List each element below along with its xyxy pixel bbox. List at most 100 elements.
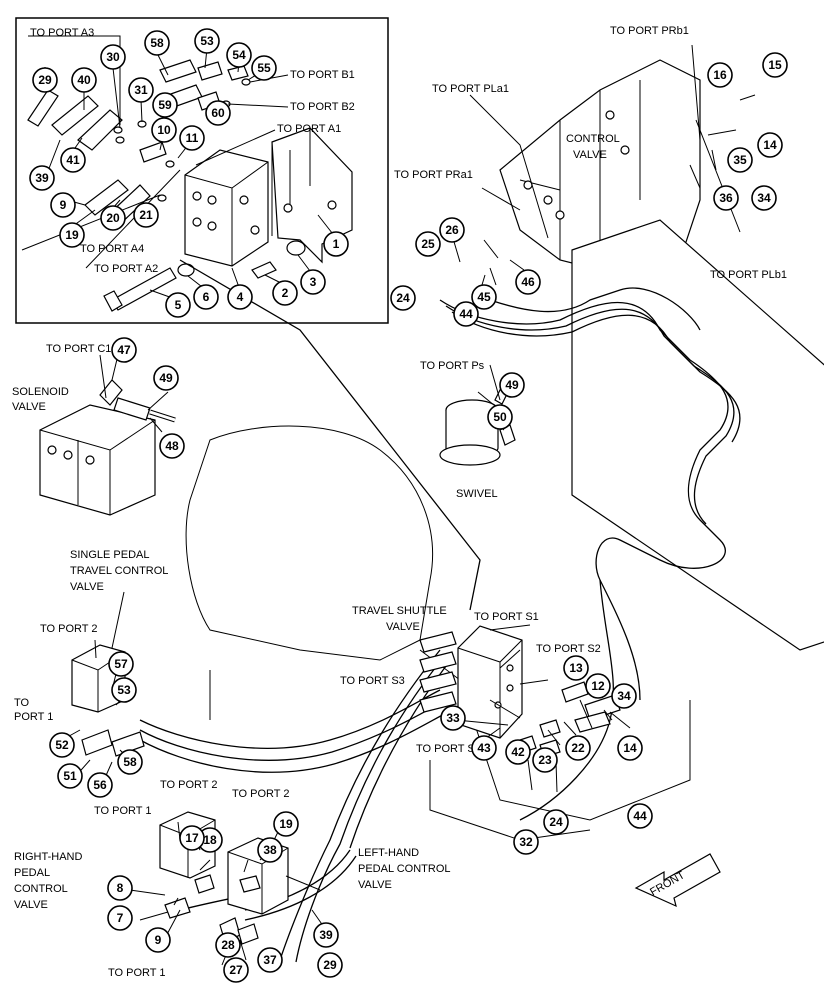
callout-number: 33 — [446, 711, 460, 725]
callout-9: 9 — [145, 927, 171, 953]
callout-number: 17 — [185, 831, 199, 845]
label-to-port-2-c: TO PORT 2 — [232, 788, 289, 800]
callout-circle — [100, 44, 126, 70]
callout-12: 12 — [585, 673, 611, 699]
callout-circle — [151, 117, 177, 143]
callout-circle — [515, 269, 541, 295]
callout-circle — [273, 811, 299, 837]
callout-circle — [227, 284, 253, 310]
callout-number: 47 — [117, 343, 131, 357]
callout-circle — [532, 747, 558, 773]
callout-circle — [194, 28, 220, 54]
callout-circle — [727, 147, 753, 173]
callout-29: 29 — [317, 952, 343, 978]
callout-51: 51 — [57, 763, 83, 789]
callout-number: 13 — [569, 661, 583, 675]
callout-34: 34 — [611, 683, 637, 709]
callout-circle — [145, 927, 171, 953]
label-to-port-1-c: TO PORT 1 — [108, 967, 165, 979]
callout-number: 49 — [159, 371, 173, 385]
label-to-port-1-a1: TO — [14, 697, 30, 709]
label-swivel: SWIVEL — [456, 488, 498, 500]
callout-circle — [317, 952, 343, 978]
callout-number: 31 — [134, 83, 148, 97]
control-valve-group — [499, 59, 824, 651]
callout-15: 15 — [762, 52, 788, 78]
callout-number: 39 — [319, 928, 333, 942]
callout-circle — [133, 202, 159, 228]
callout-circle — [57, 763, 83, 789]
callout-number: 2 — [282, 286, 289, 300]
callout-number: 15 — [768, 58, 782, 72]
callout-45: 45 — [471, 284, 497, 310]
callout-number: 7 — [117, 911, 124, 925]
label-to-port-s4: TO PORT S4 — [416, 743, 481, 755]
callout-number: 57 — [114, 657, 128, 671]
callout-circle — [100, 205, 126, 231]
callout-number: 28 — [221, 938, 235, 952]
callout-8: 8 — [107, 875, 133, 901]
callout-23: 23 — [532, 747, 558, 773]
callout-circle — [439, 217, 465, 243]
callout-42: 42 — [505, 739, 531, 765]
callout-number: 32 — [519, 835, 533, 849]
callout-circle — [159, 433, 185, 459]
callout-48: 48 — [159, 433, 185, 459]
callout-circle — [257, 837, 283, 863]
label-lh-pedal-3: VALVE — [358, 879, 392, 891]
callout-number: 14 — [763, 138, 777, 152]
label-to-port-2-b: TO PORT 2 — [160, 779, 217, 791]
callout-number: 55 — [257, 61, 271, 75]
callout-circle — [111, 677, 137, 703]
callout-number: 21 — [139, 208, 153, 222]
callout-36: 36 — [713, 185, 739, 211]
callout-circle — [487, 404, 513, 430]
label-to-port-pra1: TO PORT PRa1 — [394, 169, 473, 181]
callout-circle — [152, 92, 178, 118]
callout-circle — [751, 185, 777, 211]
callout-30: 30 — [100, 44, 126, 70]
callout-number: 10 — [157, 123, 171, 137]
callout-58: 58 — [144, 30, 170, 56]
callout-number: 14 — [623, 741, 637, 755]
callout-circle — [107, 905, 133, 931]
callout-3: 3 — [300, 269, 326, 295]
callout-56: 56 — [87, 772, 113, 798]
label-travel-shuttle-1: TRAVEL SHUTTLE — [352, 605, 447, 617]
callout-number: 43 — [477, 741, 491, 755]
label-to-port-s2: TO PORT S2 — [536, 643, 601, 655]
label-to-port-c1: TO PORT C1 — [46, 343, 111, 355]
callout-number: 29 — [323, 958, 337, 972]
callout-circle — [144, 30, 170, 56]
callout-24: 24 — [390, 285, 416, 311]
callout-circle — [611, 683, 637, 709]
label-to-port-pla1: TO PORT PLa1 — [432, 83, 509, 95]
callout-41: 41 — [60, 147, 86, 173]
callout-5: 5 — [165, 292, 191, 318]
label-control-valve-2: VALVE — [573, 149, 607, 161]
callout-number: 1 — [333, 237, 340, 251]
callout-circle — [71, 67, 97, 93]
callout-circle — [153, 365, 179, 391]
callout-circle — [453, 301, 479, 327]
callout-circle — [59, 222, 85, 248]
callout-number: 30 — [106, 50, 120, 64]
callout-14: 14 — [757, 132, 783, 158]
callout-number: 9 — [155, 933, 162, 947]
callout-number: 48 — [165, 439, 179, 453]
callout-31: 31 — [128, 77, 154, 103]
callout-number: 60 — [211, 106, 225, 120]
callout-circle — [707, 62, 733, 88]
callout-circle — [50, 192, 76, 218]
callout-39: 39 — [313, 922, 339, 948]
callout-60: 60 — [205, 100, 231, 126]
callout-circle — [226, 42, 252, 68]
callout-number: 8 — [117, 881, 124, 895]
callout-52: 52 — [49, 732, 75, 758]
callout-number: 53 — [117, 683, 131, 697]
callout-28: 28 — [215, 932, 241, 958]
callout-circle — [762, 52, 788, 78]
callout-number: 3 — [310, 275, 317, 289]
